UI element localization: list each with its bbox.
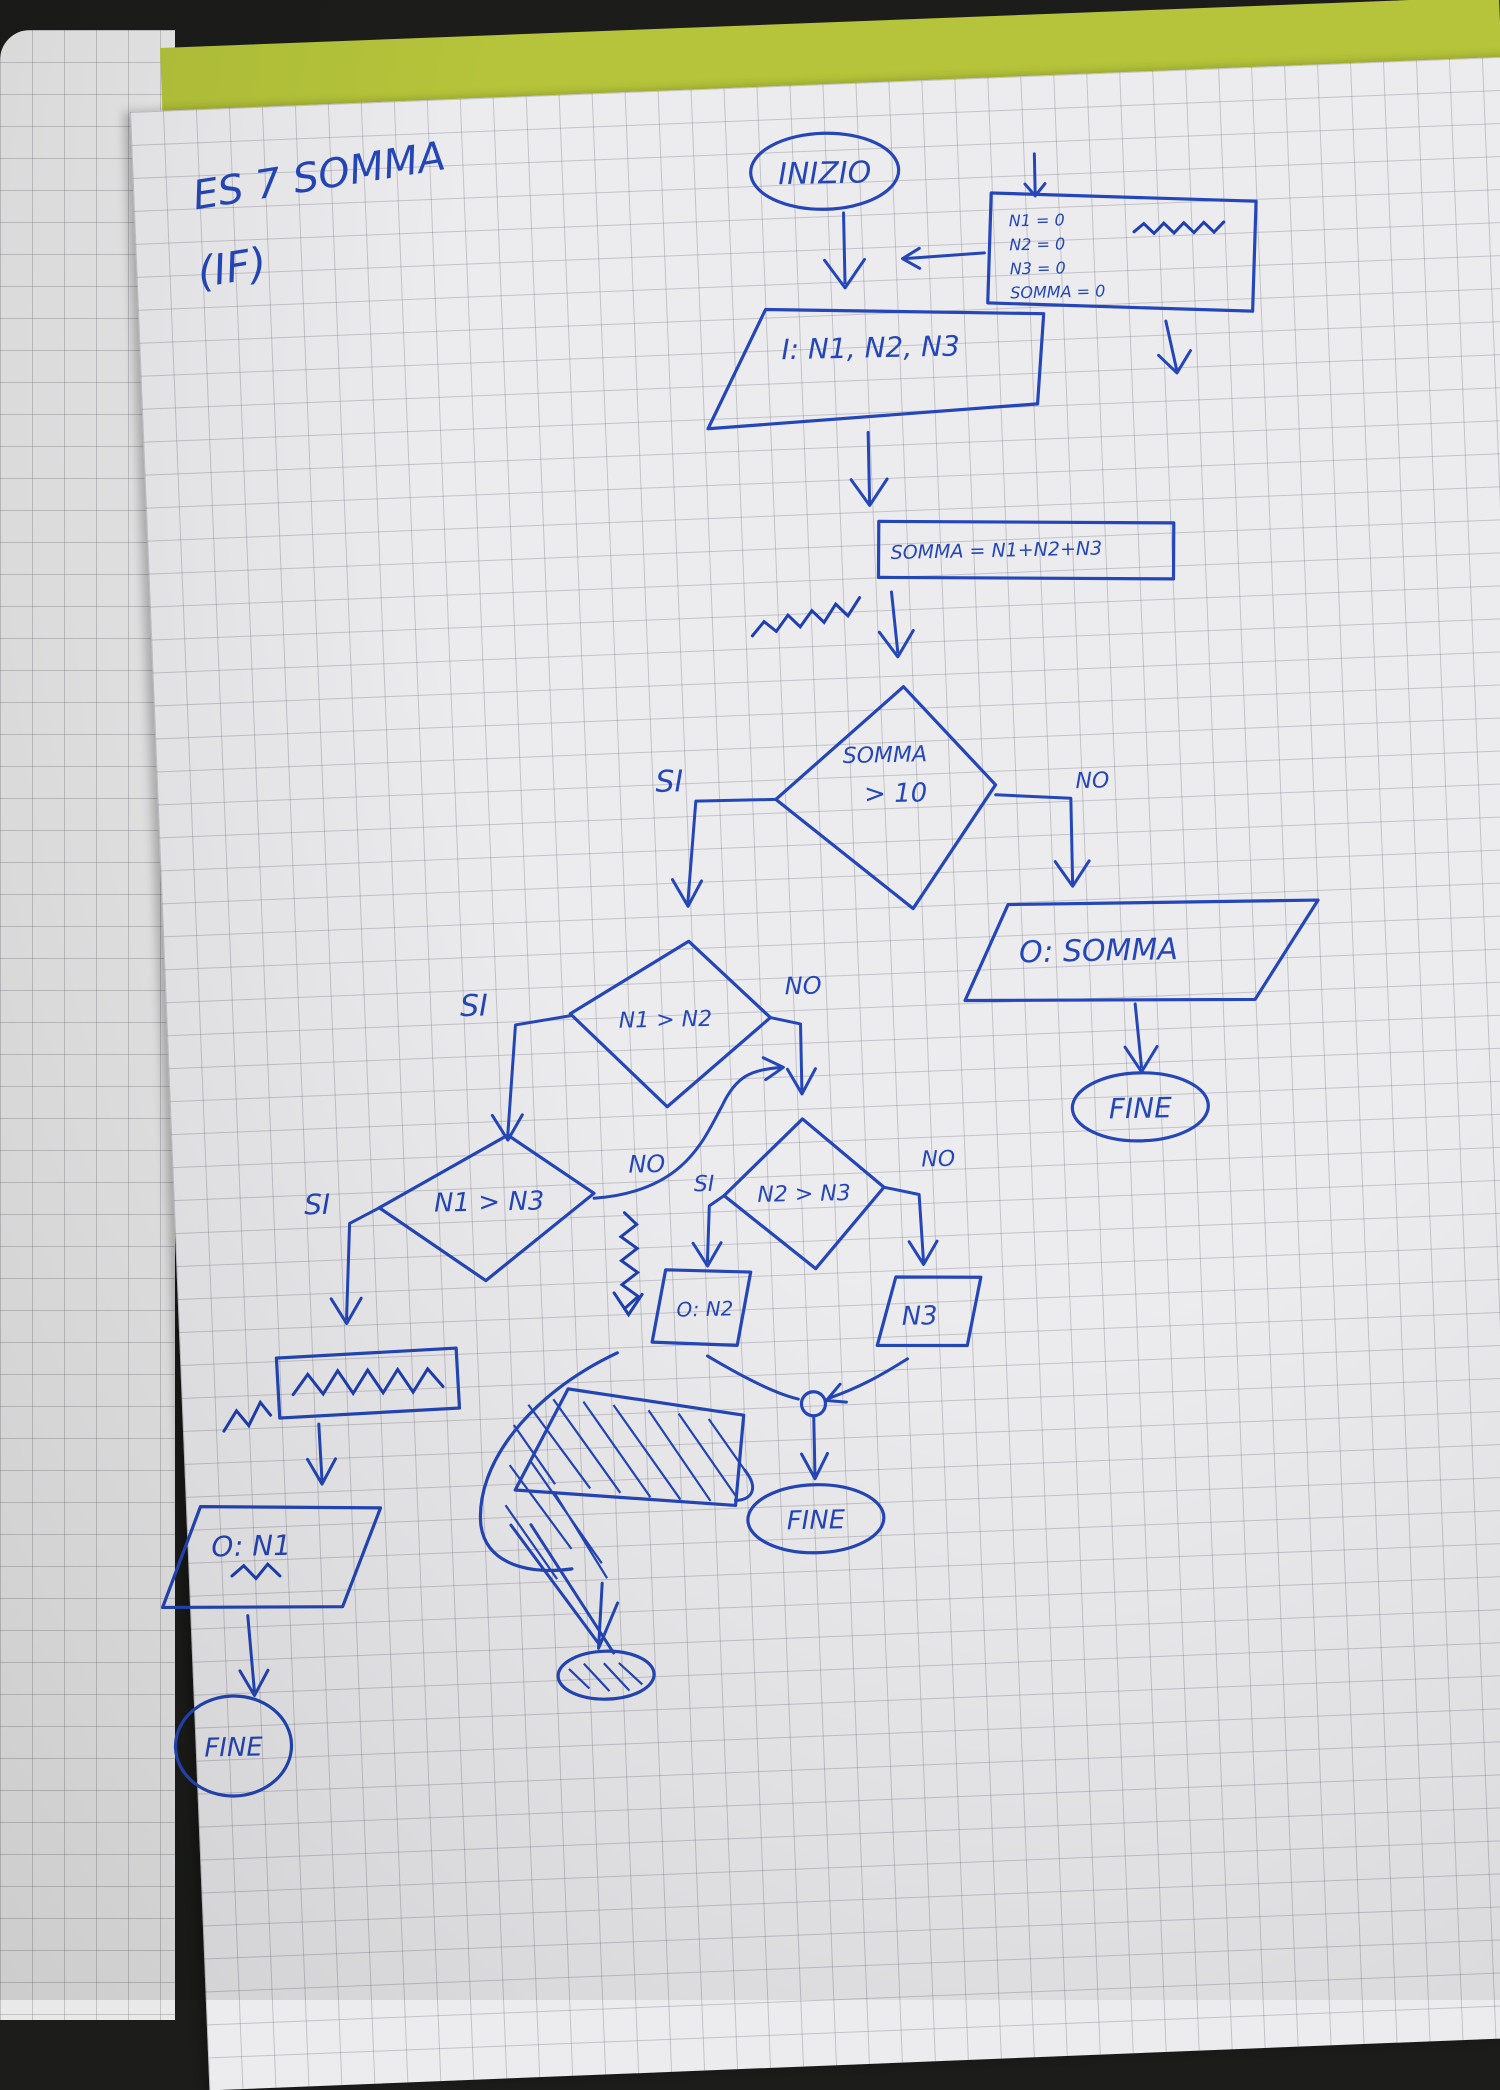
init-line-4: SOMMA = 0 xyxy=(1010,281,1105,302)
decision-somma-yes-arrow xyxy=(670,797,778,908)
decision-n2-n3: N2 > N3 xyxy=(722,1117,886,1271)
output-somma-label: O: SOMMA xyxy=(1019,932,1178,970)
decision-somma-line1: SOMMA xyxy=(843,742,928,769)
decision-somma-line2: > 10 xyxy=(864,778,928,809)
decision-n1-n3-yes-arrow xyxy=(329,1206,381,1326)
decision-n1-n2-yes-arrow xyxy=(490,1014,572,1142)
decision-n1-n2-yes-label: SI xyxy=(460,988,489,1024)
output-n2-block: O: N2 xyxy=(650,1268,753,1347)
decision-n1-n3: N1 > N3 xyxy=(377,1133,596,1283)
decision-somma-no-arrow xyxy=(994,793,1091,888)
init-arrow-out xyxy=(1157,319,1192,375)
output-somma-to-fine-arrow xyxy=(1123,1002,1159,1074)
output-n1-to-fine-arrow xyxy=(238,1614,270,1698)
decision-somma-no-label: NO xyxy=(1075,768,1109,794)
page-subtitle: (IF) xyxy=(194,238,270,297)
fine-label-1: FINE xyxy=(1109,1091,1173,1125)
decision-n1-n2-label: N1 > N2 xyxy=(618,1007,712,1034)
output-somma-block: O: SOMMA xyxy=(963,898,1320,1003)
init-to-input-arrow xyxy=(901,246,986,270)
fine-terminal-3: FINE xyxy=(173,1694,294,1798)
output-n3-to-join-arrow xyxy=(824,1357,910,1404)
decision-n2-n3-yes-arrow xyxy=(691,1194,726,1268)
decision-n2-n3-no-label: NO xyxy=(921,1147,955,1173)
decision-n1-n2-no-label: NO xyxy=(784,972,821,1001)
decision-n1-n3-no-label: NO xyxy=(628,1150,665,1179)
sum-to-decision-arrow xyxy=(877,590,915,659)
decision-somma-yes-label: SI xyxy=(655,764,684,800)
input-block: I: N1, N2, N3 xyxy=(706,307,1046,431)
scratched-box-to-output-n1-arrow xyxy=(306,1422,338,1486)
decision-n2-n3-label: N2 > N3 xyxy=(757,1181,851,1208)
output-n1-label: O: N1 xyxy=(211,1529,291,1564)
output-n2-label: O: N2 xyxy=(676,1296,733,1321)
decision-n1-n2: N1 > N2 xyxy=(568,939,772,1109)
decision-n1-n3-label: N1 > N3 xyxy=(434,1186,545,1218)
scratched-out-block xyxy=(478,1351,755,1655)
decision-n1-n2-no-arrow xyxy=(768,1016,817,1096)
decision-n2-n3-no-arrow xyxy=(882,1185,939,1266)
fine-terminal-1: FINE xyxy=(1070,1071,1210,1143)
decision-n1-n3-no-scribble xyxy=(612,1211,644,1318)
init-arrow-in xyxy=(1023,152,1047,198)
start-to-input-arrow xyxy=(823,211,867,290)
start-terminal: INIZIO xyxy=(749,131,901,211)
decision-somma: SOMMA > 10 xyxy=(774,685,998,911)
page-title: ES 7 SOMMA xyxy=(190,133,449,219)
output-n3-block: N3 xyxy=(875,1275,983,1348)
output-n2-to-join-arrow xyxy=(705,1354,800,1401)
fine-terminal-2: FINE xyxy=(746,1483,886,1555)
output-n1-block: O: N1 xyxy=(160,1505,383,1610)
init-line-3: N3 = 0 xyxy=(1010,258,1066,278)
decision-n2-n3-yes-label: SI xyxy=(694,1172,715,1197)
fine-terminal-scratched xyxy=(556,1649,656,1701)
fine-label-2: FINE xyxy=(786,1505,846,1536)
decision-n1-n3-yes-label: SI xyxy=(304,1188,331,1222)
input-label: I: N1, N2, N3 xyxy=(781,329,960,366)
flowchart-drawing: ES 7 SOMMA (IF) INIZIO N1 = 0 N2 = 0 N3 … xyxy=(160,131,1320,1798)
start-label: INIZIO xyxy=(778,155,872,192)
init-line-2: N2 = 0 xyxy=(1009,234,1065,254)
sum-process-box: SOMMA = N1+N2+N3 xyxy=(750,519,1176,638)
fine-label-3: FINE xyxy=(204,1732,264,1763)
init-line-1: N1 = 0 xyxy=(1009,210,1065,230)
input-to-sum-arrow xyxy=(849,430,889,507)
init-box: N1 = 0 N2 = 0 N3 = 0 SOMMA = 0 xyxy=(986,191,1258,313)
sum-process-label: SOMMA = N1+N2+N3 xyxy=(890,538,1102,564)
join-connector xyxy=(799,1390,828,1418)
sum-scribble xyxy=(750,596,862,638)
join-to-fine-arrow xyxy=(800,1415,830,1481)
output-n3-label: N3 xyxy=(901,1301,938,1332)
scratched-process-box xyxy=(222,1346,462,1433)
init-scribble xyxy=(1132,220,1226,236)
decision-n1-n3-no-loop-arrow xyxy=(592,1056,785,1200)
